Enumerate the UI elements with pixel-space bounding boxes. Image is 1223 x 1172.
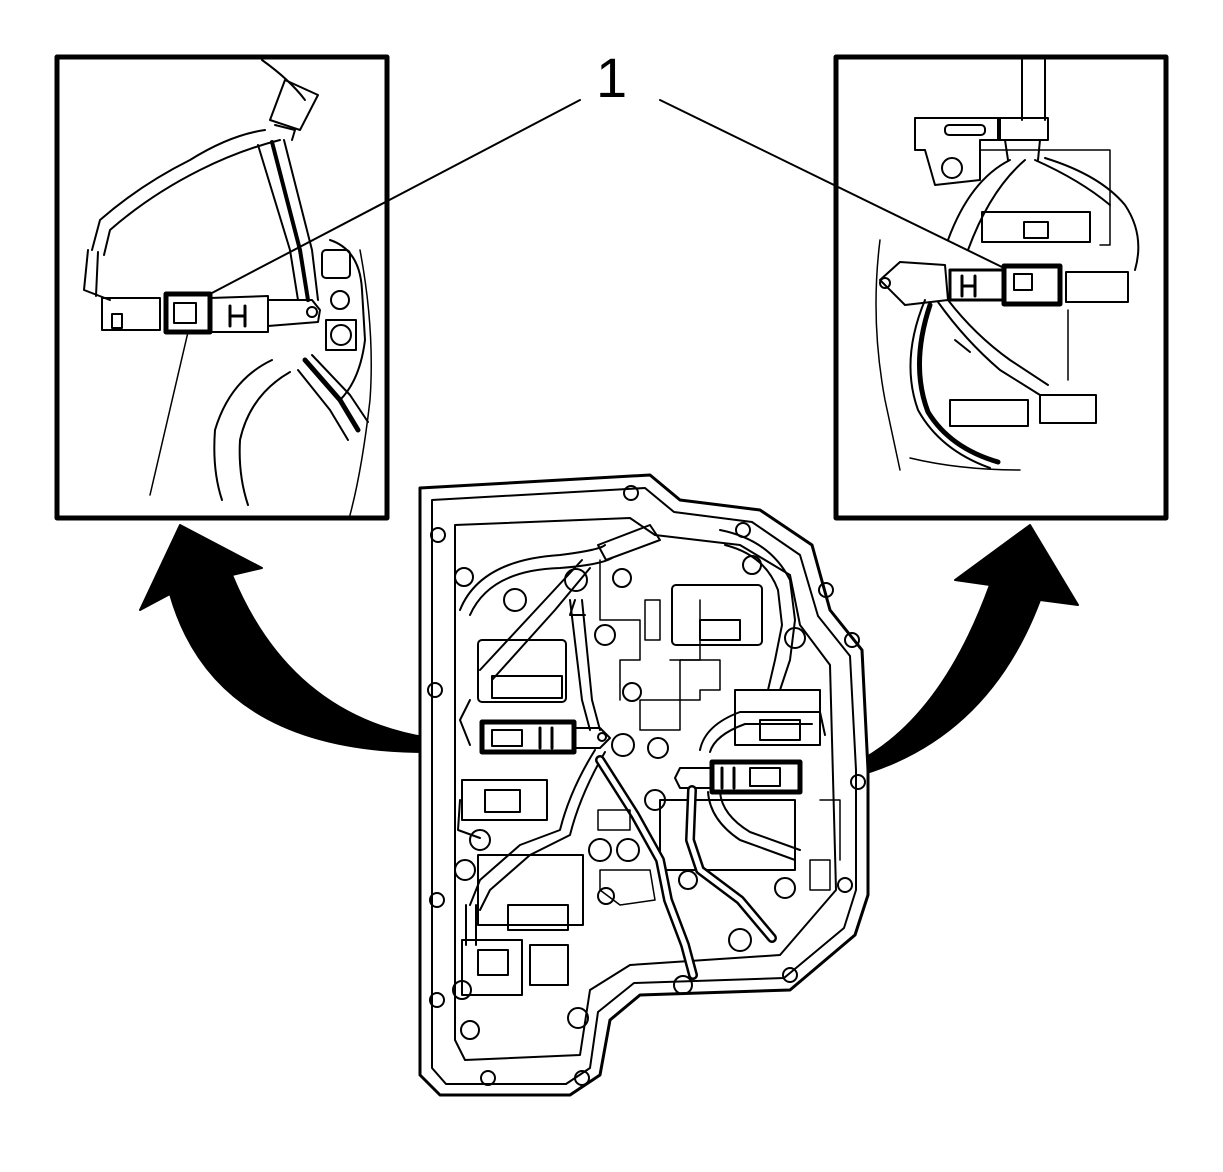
left-connector-detail [54,54,390,521]
right-connector-detail [833,54,1169,521]
callout-number-1: 1 [596,46,628,109]
right-curved-arrow [814,524,1079,786]
valve-body-assembly [418,473,870,1097]
callout-leaders [209,99,1005,295]
left-curved-arrow [139,524,479,754]
